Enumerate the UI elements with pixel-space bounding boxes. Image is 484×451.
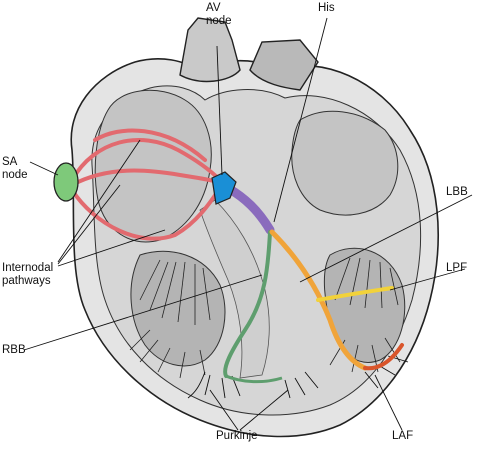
purkinje-fibers [187,355,409,399]
purkinje-label: Purkinje [216,430,258,442]
av-node-label: AV node [206,2,232,28]
aorta [179,17,241,83]
his-label: His [318,2,335,14]
leader-lines [23,17,473,431]
pulmonary-vessel [249,39,319,91]
rbb-branch [225,374,283,384]
right-ventricle-papillary [130,250,226,367]
laf-path [363,343,404,371]
av-node-label-line1: AV [206,2,221,14]
sa-node-shape [53,162,79,202]
septum [199,199,270,379]
lbb-path [269,229,368,371]
av-node-label-line2: node [206,15,232,27]
sa-node-label-line2: node [2,169,28,181]
sa-node-label: SA node [2,156,28,182]
left-atrium [291,110,399,216]
chordae-left [329,257,401,373]
internodal-label-line1: Internodal [2,262,54,274]
right-atrium [94,89,212,243]
chordae-right [129,259,211,379]
internodal-label: Internodal pathways [2,262,53,288]
sa-node-label-line1: SA [2,156,18,168]
rbb-path [223,230,272,378]
lpf-path [316,286,394,302]
laf-label: LAF [392,430,414,442]
av-node-shape [211,171,237,205]
rbb-label: RBB [2,344,26,356]
lpf-label: LPF [446,262,468,274]
internodal-pathways [70,128,222,241]
internodal-label-line2: pathways [2,275,51,287]
lbb-label: LBB [446,186,468,198]
